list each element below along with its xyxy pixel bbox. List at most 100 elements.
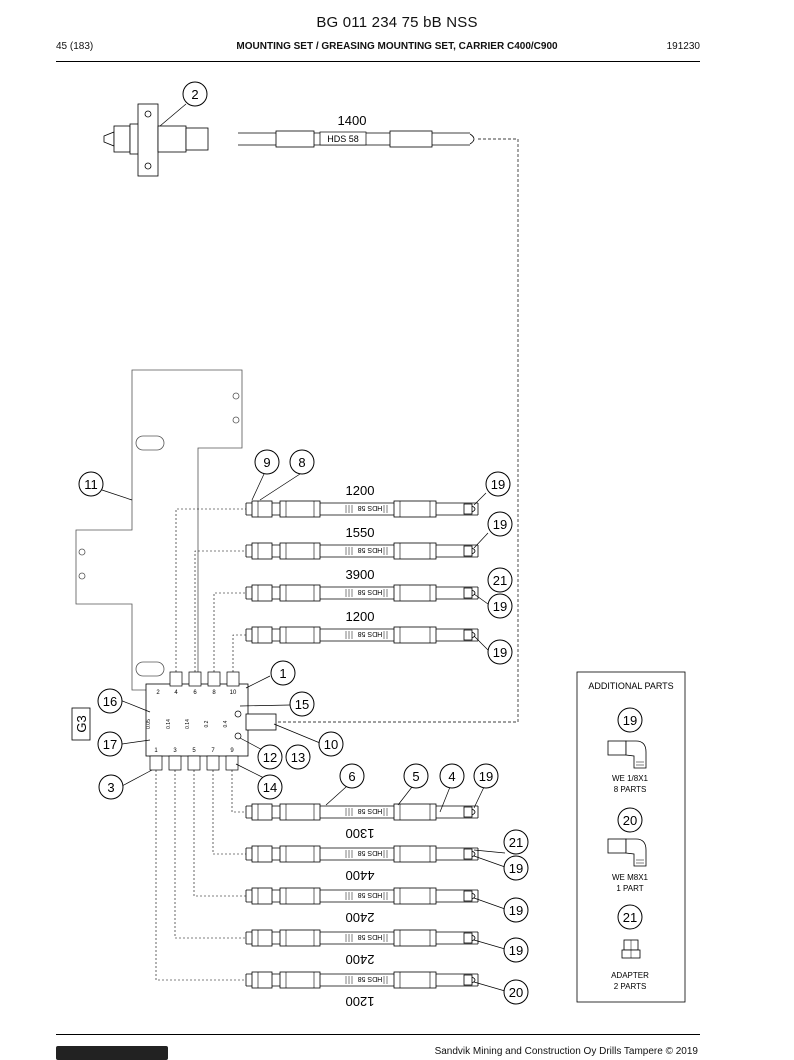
balloon: 12 [257, 744, 283, 770]
balloon: 9 [254, 449, 280, 475]
port-label: 1 [154, 748, 158, 754]
metering-value: 0.4 [223, 720, 229, 727]
svg-text:12: 12 [263, 750, 277, 765]
hose-length: 1200 [346, 994, 375, 1009]
hose-length: 1200 [346, 609, 375, 624]
port-label: 3 [173, 748, 177, 754]
lower-hose-set [155, 770, 479, 989]
svg-text:9: 9 [263, 455, 270, 470]
hose-marking: HDS 58 [327, 134, 359, 144]
hose-length: 4400 [346, 868, 375, 883]
balloon: 19 [487, 593, 513, 619]
svg-text:1: 1 [279, 666, 286, 681]
svg-text:5: 5 [412, 769, 419, 784]
hose-marking: HDS 58 [358, 504, 383, 511]
mounting-plate [75, 369, 243, 691]
balloon: 15 [289, 691, 315, 717]
balloon: 19 [503, 855, 529, 881]
balloon: 3 [98, 774, 124, 800]
hose-length: 3900 [346, 567, 375, 582]
hose-length: 1300 [346, 826, 375, 841]
footer-copyright: Sandvik Mining and Construction Oy Drill… [434, 1046, 698, 1057]
svg-text:19: 19 [509, 861, 523, 876]
part-quantity: 2 PARTS [614, 982, 647, 991]
port-label: 10 [230, 690, 237, 696]
svg-text:10: 10 [324, 737, 338, 752]
svg-text:19: 19 [493, 599, 507, 614]
hose-marking: HDS 58 [358, 588, 383, 595]
hose-marking-box [319, 131, 367, 146]
balloon: 16 [97, 688, 123, 714]
elbow-fitting-icon [607, 740, 647, 769]
group-label: G3 [74, 715, 89, 732]
page-number: 45 (183) [56, 41, 94, 52]
balloon: 19 [487, 511, 513, 537]
hose-length: 1200 [346, 483, 375, 498]
part-balloon: 21 [623, 910, 637, 925]
balloon: 1 [270, 660, 296, 686]
svg-text:13: 13 [291, 750, 305, 765]
svg-text:6: 6 [348, 769, 355, 784]
svg-text:8: 8 [298, 455, 305, 470]
main-supply-assembly [103, 103, 519, 723]
balloon: 4 [439, 763, 465, 789]
adapter-icon [621, 939, 641, 959]
part-name: WE 1/8X1 [612, 774, 649, 783]
svg-text:19: 19 [491, 477, 505, 492]
svg-text:3: 3 [107, 780, 114, 795]
svg-text:11: 11 [84, 477, 98, 492]
svg-text:15: 15 [295, 697, 309, 712]
additional-parts-title: ADDITIONAL PARTS [588, 681, 673, 691]
balloon: 19 [487, 639, 513, 665]
port-label: 8 [212, 690, 216, 696]
svg-text:19: 19 [493, 645, 507, 660]
hose-length-top: 1400 [338, 113, 367, 128]
port-label: 2 [156, 690, 160, 696]
balloon: 5 [403, 763, 429, 789]
part-quantity: 8 PARTS [614, 785, 647, 794]
svg-text:4: 4 [448, 769, 455, 784]
header-rule [56, 61, 700, 62]
balloon: 8 [289, 449, 315, 475]
hose-marking: HDS 58 [358, 975, 383, 982]
balloon: 20 [503, 979, 529, 1005]
balloon: 21 [487, 567, 513, 593]
hose-marking: HDS 58 [358, 891, 383, 898]
balloon: 14 [257, 774, 283, 800]
part-balloon: 19 [623, 713, 637, 728]
part-name: ADAPTER [611, 971, 649, 980]
port-label: 6 [193, 690, 197, 696]
svg-text:19: 19 [509, 943, 523, 958]
metering-value: 0.05 [146, 719, 152, 729]
balloon: 13 [285, 744, 311, 770]
port-label: 7 [211, 748, 215, 754]
balloon: 17 [97, 731, 123, 757]
balloon: 10 [318, 731, 344, 757]
svg-text:2: 2 [191, 87, 198, 102]
hose-length: 2400 [346, 952, 375, 967]
hose-marking: HDS 58 [358, 546, 383, 553]
port-label: 4 [174, 690, 178, 696]
metering-value: 0.14 [166, 719, 172, 729]
part-name: WE M8X1 [612, 873, 649, 882]
document-title: BG 011 234 75 bB NSS [316, 14, 478, 31]
hose-marking: HDS 58 [358, 933, 383, 940]
svg-text:19: 19 [479, 769, 493, 784]
hose-marking: HDS 58 [358, 807, 383, 814]
part-balloon: 20 [623, 813, 637, 828]
hose-marking: HDS 58 [358, 849, 383, 856]
metering-value: 0.14 [185, 719, 191, 729]
hose-length: 2400 [346, 910, 375, 925]
parts-diagram: HDS 58 1400 2 4 6 8 10 1 3 5 7 9 0.05 0.… [71, 81, 686, 1009]
hose-marking: HDS 58 [358, 630, 383, 637]
hose-length: 1550 [346, 525, 375, 540]
svg-text:14: 14 [263, 780, 277, 795]
balloon: 2 [182, 81, 208, 107]
svg-text:21: 21 [493, 573, 507, 588]
document-number: 191230 [666, 41, 700, 52]
group-label-box [71, 707, 91, 741]
svg-text:17: 17 [103, 737, 117, 752]
part-quantity: 1 PART [616, 884, 643, 893]
port-label: 5 [192, 748, 196, 754]
metering-value: 0.2 [204, 720, 210, 727]
